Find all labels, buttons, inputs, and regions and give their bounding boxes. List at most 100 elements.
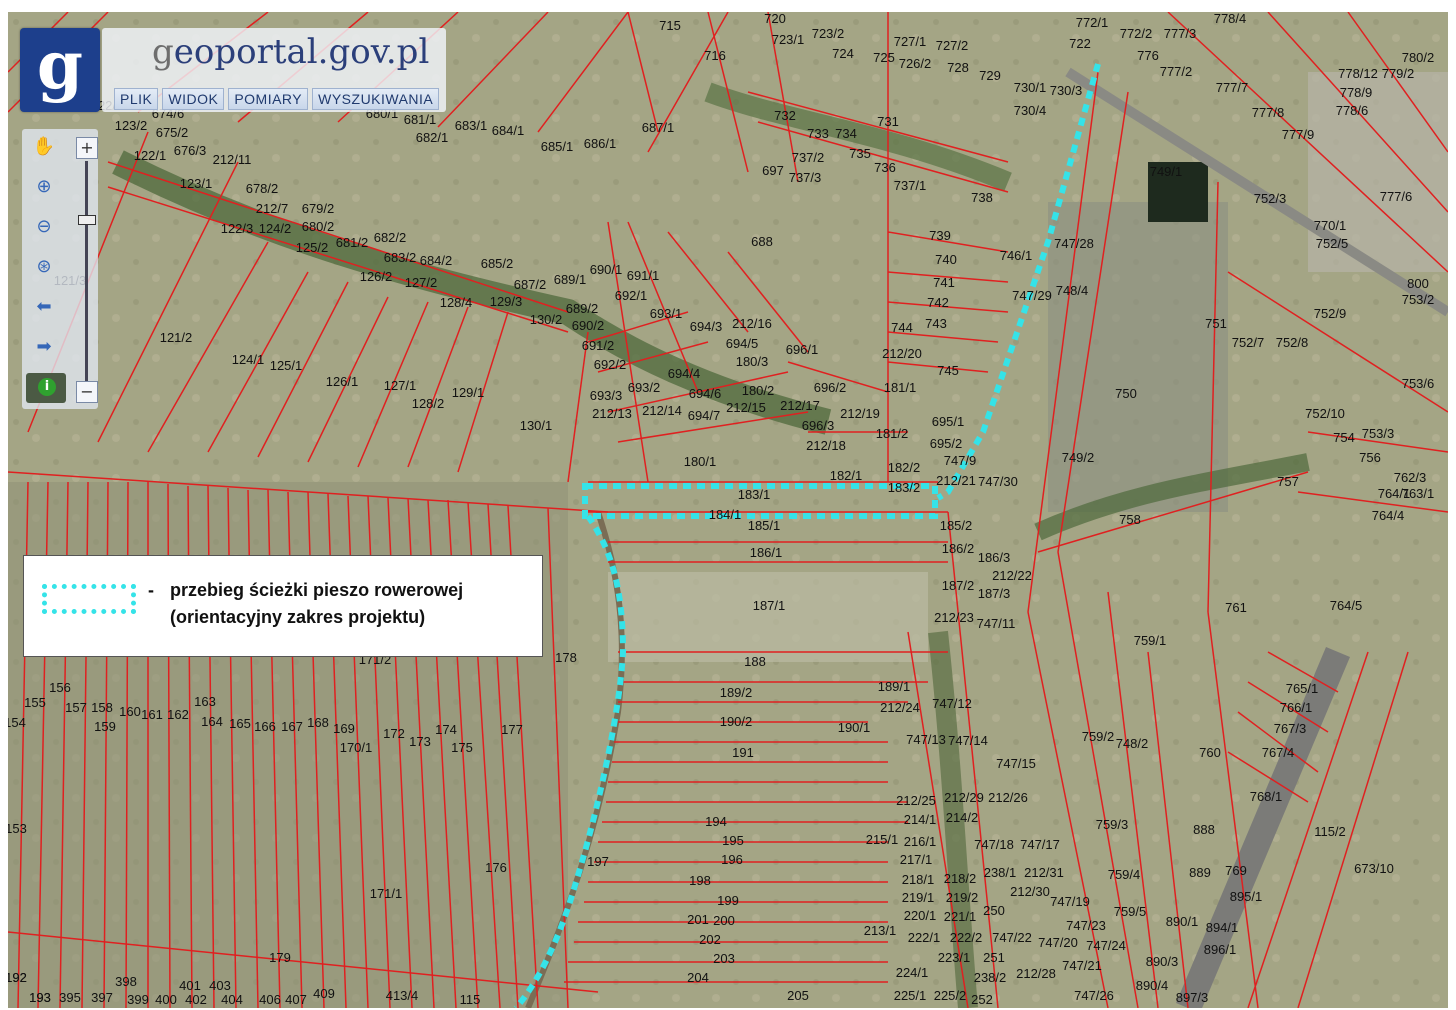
parcel-number-label: 122/3 — [221, 221, 254, 236]
parcel-number-label: 686/1 — [584, 136, 617, 151]
parcel-number-label: 675/2 — [156, 125, 189, 140]
parcel-number-label: 212/16 — [732, 316, 772, 331]
info-button[interactable]: i — [26, 373, 66, 403]
zoom-out-magnifier-icon[interactable]: ⊖ — [36, 216, 52, 237]
parcel-number-label: 169 — [333, 721, 355, 736]
parcel-number-label: 121/2 — [160, 330, 193, 345]
parcel-number-label: 182/2 — [888, 460, 921, 475]
parcel-number-label: 764/1 — [1378, 486, 1411, 501]
menu-widok[interactable]: WIDOK — [162, 88, 225, 110]
menu-wyszukiwania[interactable]: WYSZUKIWANIA — [312, 88, 440, 110]
parcel-number-label: 743 — [925, 316, 947, 331]
parcel-number-label: 747/23 — [1066, 918, 1106, 933]
parcel-number-label: 212/25 — [896, 793, 936, 808]
parcel-number-label: 222/2 — [950, 930, 983, 945]
parcel-number-label: 125/1 — [270, 358, 303, 373]
parcel-number-label: 730/4 — [1014, 103, 1047, 118]
geoportal-logo[interactable]: g — [20, 28, 100, 112]
parcel-number-label: 181/2 — [876, 426, 909, 441]
parcel-number-label: 685/2 — [481, 256, 514, 271]
map-legend: - przebieg ścieżki pieszo rowerowej (ori… — [23, 555, 543, 657]
parcel-number-label: 734 — [835, 126, 857, 141]
arrow-right-icon[interactable]: ➡ — [36, 336, 52, 357]
parcel-number-label: 238/1 — [984, 865, 1017, 880]
parcel-number-label: 681/2 — [336, 235, 369, 250]
parcel-number-label: 747/26 — [1074, 988, 1114, 1003]
parcel-number-label: 777/9 — [1282, 127, 1315, 142]
menu-plik[interactable]: PLIK — [114, 88, 159, 110]
legend-label-line2: (orientacyjny zakres projektu) — [170, 607, 426, 627]
parcel-number-label: 124/1 — [232, 352, 265, 367]
parcel-number-label: 750 — [1115, 386, 1137, 401]
parcel-number-label: 778/9 — [1340, 85, 1373, 100]
parcel-number-label: 766/1 — [1280, 700, 1313, 715]
parcel-number-label: 744 — [891, 320, 913, 335]
zoom-handle[interactable] — [78, 215, 96, 225]
cadastral-map[interactable]: 715716720723/1723/2724725727/1727/2726/2… — [8, 12, 1448, 1008]
parcel-number-label: 747/28 — [1054, 236, 1094, 251]
parcel-number-label: 212/23 — [934, 610, 974, 625]
parcel-number-label: 196 — [721, 852, 743, 867]
parcel-number-label: 753/2 — [1402, 292, 1435, 307]
parcel-number-label: 189/2 — [720, 685, 753, 700]
parcel-number-label: 759/5 — [1114, 904, 1147, 919]
parcel-number-label: 780/2 — [1402, 50, 1435, 65]
parcel-number-label: 746/1 — [1000, 248, 1033, 263]
parcel-number-label: 747/21 — [1062, 958, 1102, 973]
parcel-number-label: 200 — [713, 913, 735, 928]
parcel-number-label: 128/4 — [440, 295, 473, 310]
parcel-number-label: 217/1 — [900, 852, 933, 867]
parcel-number-label: 777/6 — [1380, 189, 1413, 204]
parcel-number-label: 212/19 — [840, 406, 880, 421]
parcel-number-label: 715 — [659, 18, 681, 33]
parcel-number-label: 124/2 — [259, 221, 292, 236]
zoom-out-button[interactable]: − — [76, 381, 98, 403]
parcel-number-label: 732 — [774, 108, 796, 123]
parcel-number-label: 890/4 — [1136, 978, 1169, 993]
parcel-number-label: 772/2 — [1120, 26, 1153, 41]
parcel-number-label: 162 — [167, 707, 189, 722]
parcel-number-label: 692/1 — [615, 288, 648, 303]
legend-dash: - — [148, 580, 154, 600]
parcel-number-label: 212/14 — [642, 403, 682, 418]
parcel-number-label: 747/19 — [1050, 894, 1090, 909]
parcel-number-label: 128/2 — [412, 396, 445, 411]
parcel-number-label: 199 — [717, 893, 739, 908]
parcel-number-label: 754 — [1333, 430, 1355, 445]
parcel-number-label: 198 — [689, 873, 711, 888]
parcel-number-label: 165 — [229, 716, 251, 731]
parcel-number-label: 690/2 — [572, 318, 605, 333]
parcel-number-label: 186/2 — [942, 541, 975, 556]
parcel-number-label: 679/2 — [302, 201, 335, 216]
parcel-number-label: 160 — [119, 704, 141, 719]
zoom-in-button[interactable]: + — [76, 137, 98, 159]
parcel-number-label: 126/1 — [326, 374, 359, 389]
legend-label-line1: przebieg ścieżki pieszo rowerowej — [170, 580, 464, 600]
parcel-number-label: 220/1 — [904, 908, 937, 923]
parcel-number-label: 161 — [141, 707, 163, 722]
parcel-number-label: 224/1 — [896, 965, 929, 980]
parcel-number-label: 212/15 — [726, 400, 766, 415]
parcel-number-label: 197 — [587, 854, 609, 869]
parcel-number-label: 167 — [281, 719, 303, 734]
zoom-slider[interactable]: + − — [76, 137, 98, 403]
parcel-number-label: 770/1 — [1314, 218, 1347, 233]
parcel-number-label: 683/1 — [455, 118, 488, 133]
main-menu: PLIK WIDOK POMIARY WYSZUKIWANIA — [114, 88, 440, 110]
zoom-extent-icon[interactable]: ⊛ — [36, 256, 52, 277]
zoom-rail[interactable] — [85, 161, 88, 381]
parcel-number-label: 753/3 — [1362, 426, 1395, 441]
parcel-number-label: 897/3 — [1176, 990, 1209, 1005]
zoom-in-magnifier-icon[interactable]: ⊕ — [36, 176, 52, 197]
main-road — [1176, 646, 1350, 1008]
parcel-number-label: 747/17 — [1020, 837, 1060, 852]
parcel-number-label: 697 — [762, 163, 784, 178]
menu-pomiary[interactable]: POMIARY — [228, 88, 309, 110]
arrow-left-icon[interactable]: ⬅ — [36, 296, 52, 317]
parcel-number-label: 181/1 — [884, 380, 917, 395]
parcel-number-label: 767/3 — [1274, 721, 1307, 736]
pan-hand-icon[interactable]: ✋ — [32, 136, 56, 157]
parcel-number-label: 115 — [460, 992, 481, 1007]
parcel-number-label: 219/2 — [946, 890, 979, 905]
